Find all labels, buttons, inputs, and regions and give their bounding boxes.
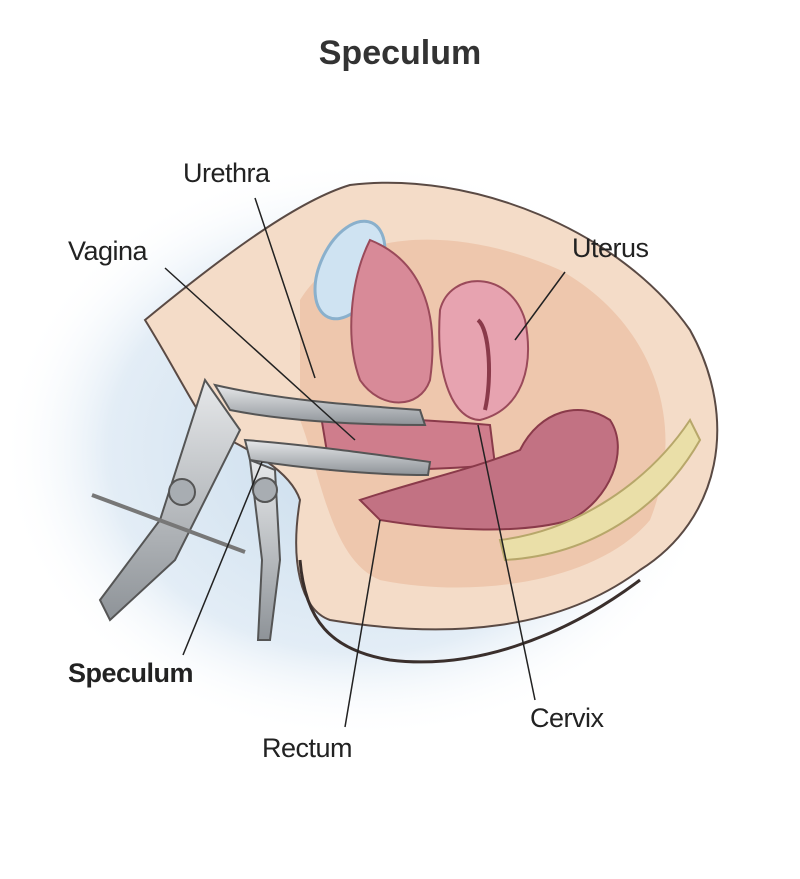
rectum — [358, 409, 619, 531]
leader-speculum — [182, 461, 263, 656]
label-urethra: Urethra — [183, 158, 270, 188]
speculum-lower-blade — [243, 438, 432, 477]
leader-cervix — [477, 424, 536, 701]
leader-lines — [164, 197, 566, 728]
uterus — [438, 280, 529, 422]
leader-uterus — [514, 271, 566, 341]
speculum-hinge-lower — [252, 477, 278, 503]
diagram-title: Speculum — [318, 34, 482, 72]
uterine-cavity — [476, 318, 492, 411]
speculum-instrument — [91, 377, 432, 641]
spine — [498, 418, 702, 562]
label-cervix: Cervix — [530, 703, 604, 733]
speculum-lower-handle — [248, 458, 282, 641]
leader-urethra — [254, 197, 316, 379]
leader-rectum — [344, 519, 381, 728]
label-rectum: Rectum — [262, 733, 353, 763]
label-uterus: Uterus — [572, 233, 649, 263]
label-vagina: Vagina — [68, 236, 148, 266]
leader-vagina — [164, 267, 356, 441]
buttock-outline — [298, 559, 641, 664]
speculum-hinge — [168, 478, 196, 506]
speculum-upper-blade — [212, 383, 427, 427]
speculum-screw — [91, 493, 246, 554]
label-speculum: Speculum — [68, 658, 194, 688]
bladder-wall — [350, 238, 434, 404]
